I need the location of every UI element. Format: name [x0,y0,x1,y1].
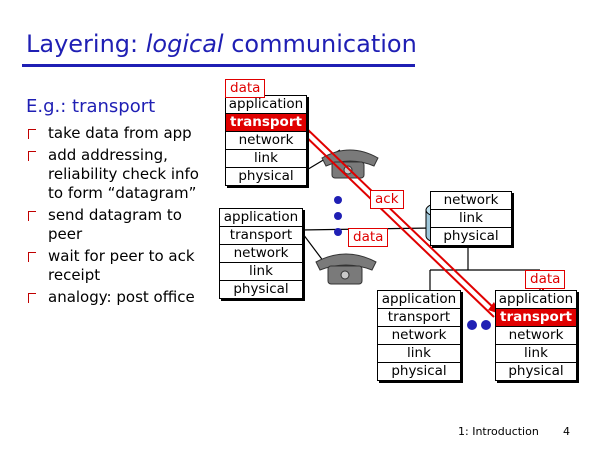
subtitle: E.g.: transport [26,96,156,117]
layer-transport: transport [378,309,460,327]
bullet-text: send datagram to peer [48,206,182,243]
data-tag-right: data [525,270,566,289]
layer-transport: transport [220,227,302,245]
bullet-item: take data from app [28,124,218,143]
dot [334,212,342,220]
layer-link: link [226,150,306,168]
slide-title: Layering: logical communication [26,30,417,58]
layer-link: link [496,345,576,363]
layer-physical: physical [233,281,289,297]
host-stack-left: application transport network link physi… [219,208,303,299]
telephone-icon [315,253,377,285]
ack-tag: ack [370,190,404,209]
layer-application: application [220,209,302,227]
layer-physical: physical [238,168,294,184]
title-underline [22,64,415,67]
dot [481,320,491,330]
data-tag-top: data [225,79,266,98]
layer-network: network [378,327,460,345]
title-prefix: Layering: [26,30,146,58]
layer-physical: physical [443,228,499,244]
page-number: 4 [563,425,570,438]
layer-network: network [496,327,576,345]
transport-peer-line [303,125,499,313]
data-tag-middle: data [348,228,389,247]
layer-transport: transport [226,114,306,132]
bullet-mark-icon [28,129,36,139]
layer-link: link [220,263,302,281]
layer-application: application [378,291,460,309]
layer-link: link [431,210,511,228]
router-stack: network link physical [430,191,512,246]
telephone-icon [321,149,379,179]
layer-network: network [431,192,511,210]
dot [334,196,342,204]
bullet-list: take data from app add addressing, relia… [28,124,218,310]
layer-network: network [226,132,306,150]
layer-link: link [378,345,460,363]
host-stack-bottom-middle: application transport network link physi… [377,290,461,381]
bullet-text: wait for peer to ack receipt [48,247,195,284]
title-suffix: communication [223,30,417,58]
bullet-item: send datagram to peer [28,206,218,244]
bullet-mark-icon [28,151,36,161]
layer-transport: transport [496,309,576,327]
bullet-item: analogy: post office [28,288,218,307]
bullet-item: wait for peer to ack receipt [28,247,218,285]
transport-peer-line [299,130,495,318]
layer-application: application [496,291,576,309]
dot [334,228,342,236]
layer-physical: physical [391,363,447,379]
bullet-text: take data from app [48,124,192,142]
layer-application: application [226,96,306,114]
bullet-mark-icon [28,252,36,262]
host-stack-bottom-right: application transport network link physi… [495,290,577,381]
layer-network: network [220,245,302,263]
host-stack-top: application transport network link physi… [225,95,307,186]
bullet-mark-icon [28,293,36,303]
footer-section-label: 1: Introduction [458,425,539,438]
bullet-item: add addressing, reliability check info t… [28,146,218,203]
bullet-mark-icon [28,211,36,221]
dot [467,320,477,330]
layer-physical: physical [508,363,564,379]
bullet-text: analogy: post office [48,288,195,306]
bullet-text: add addressing, reliability check info t… [48,146,199,202]
title-emphasis: logical [145,30,224,58]
